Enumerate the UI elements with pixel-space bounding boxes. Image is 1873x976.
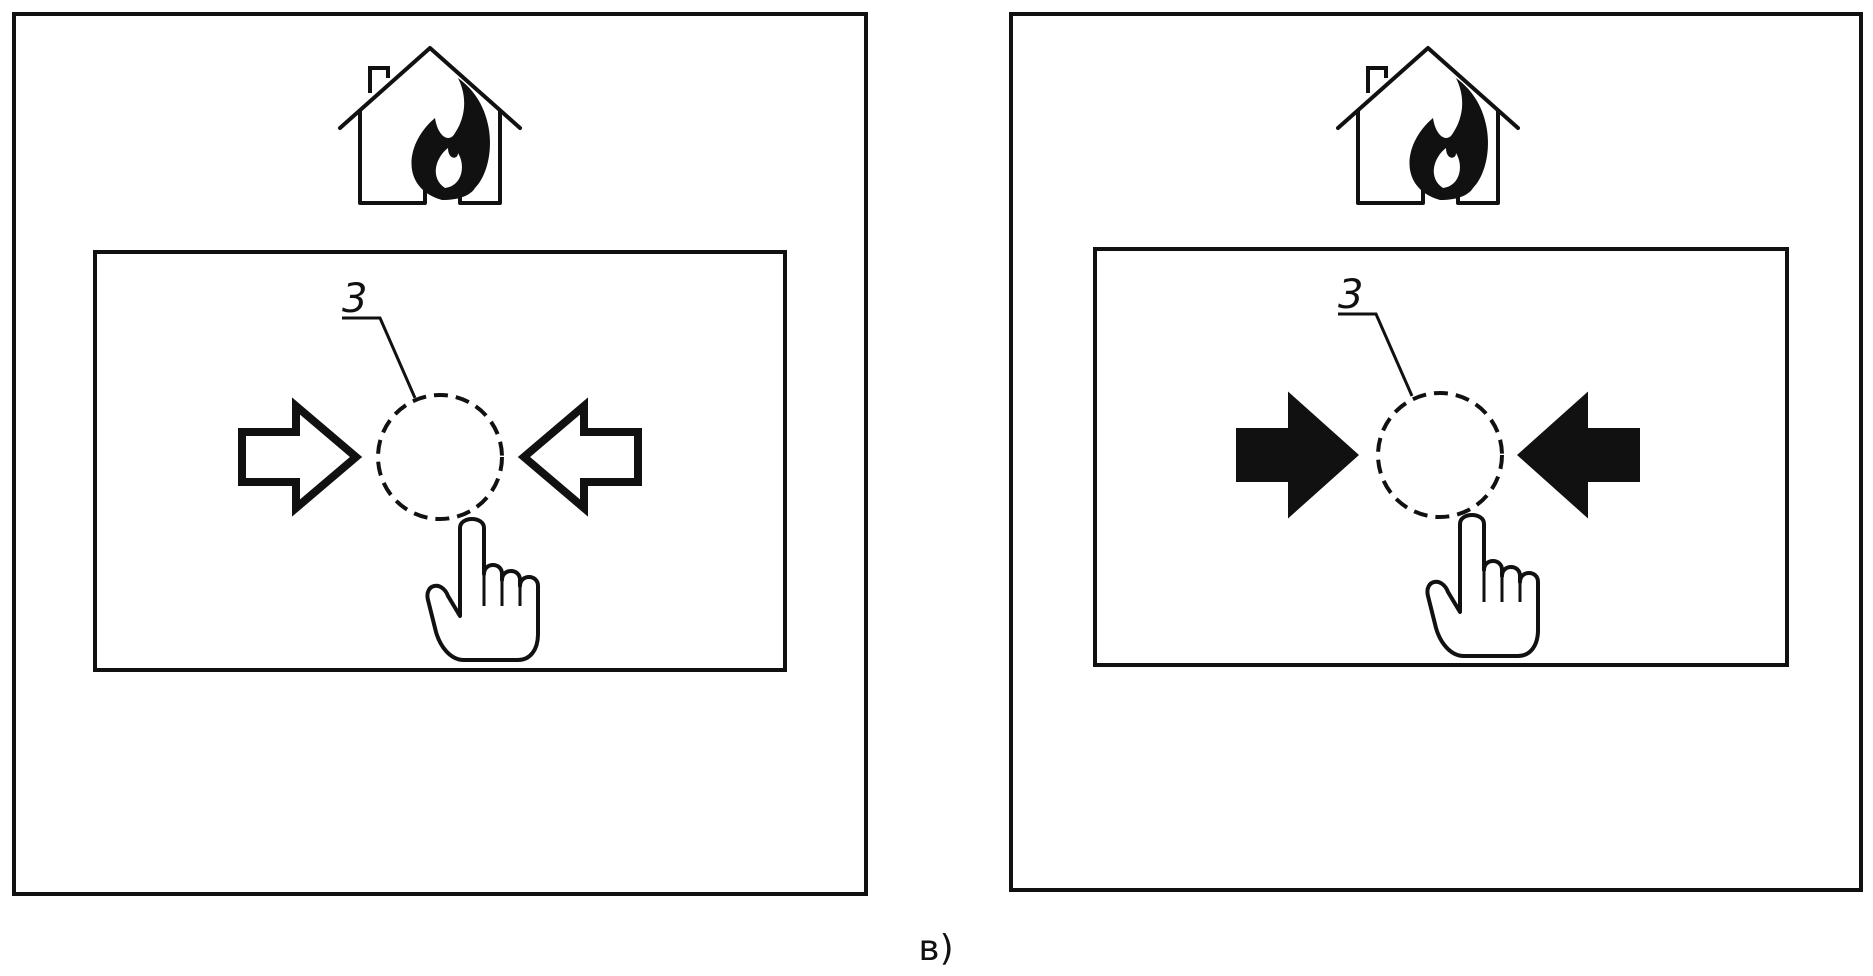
figure-caption: в) — [918, 928, 953, 969]
arrow-left-icon — [517, 397, 642, 517]
inner-frame — [1093, 247, 1789, 667]
callout-label: 3 — [1338, 272, 1363, 318]
arrow-right-icon — [238, 397, 363, 517]
pointing-hand-icon — [425, 517, 540, 662]
outer-frame — [12, 12, 868, 896]
button-circle — [376, 393, 504, 521]
callout: 3 — [1338, 272, 1414, 397]
arrow-left-icon — [1516, 391, 1640, 519]
house-fire-icon — [1336, 46, 1520, 205]
panel-left: 3 — [12, 12, 868, 896]
inner-frame — [93, 250, 787, 672]
outer-frame — [1009, 12, 1863, 892]
pointing-hand-icon — [1425, 513, 1540, 658]
house-fire-icon — [338, 46, 522, 205]
button-circle — [1376, 391, 1504, 519]
panel-right: 3 — [1009, 12, 1863, 892]
callout-label: 3 — [342, 276, 367, 322]
callout: 3 — [342, 276, 417, 399]
arrow-right-icon — [1236, 391, 1360, 519]
